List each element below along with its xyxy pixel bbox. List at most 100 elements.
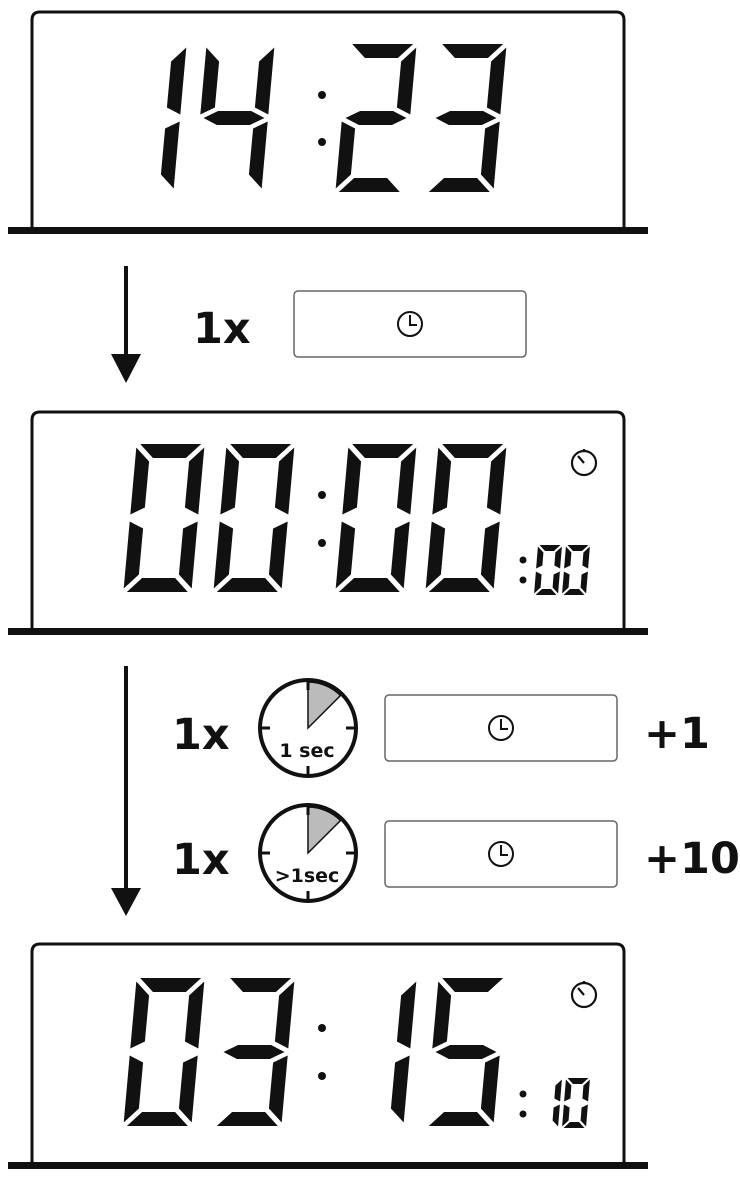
segment-g (345, 111, 407, 125)
segment-a (140, 978, 202, 992)
segment-f (432, 981, 452, 1049)
increment-label: +10 (644, 834, 740, 884)
step-arrow (111, 266, 141, 383)
digit-3 (216, 978, 295, 1126)
digit-1 (390, 981, 417, 1123)
segment-b (486, 47, 507, 115)
long-press-row: 1x >1sec +10 (172, 803, 740, 903)
press-count-label: 1x (172, 710, 230, 760)
segment-e (534, 571, 542, 594)
segment-d (216, 1112, 278, 1126)
segment-b (274, 447, 295, 515)
clock-icon (488, 841, 514, 867)
segment-b (582, 1079, 590, 1102)
segment-b (184, 447, 205, 515)
press-duration-label: 1 sec (279, 740, 334, 762)
small-colon (519, 1090, 527, 1118)
segment-g (223, 1045, 285, 1059)
segment-b (184, 981, 205, 1049)
segment-b (396, 981, 417, 1049)
segment-c (580, 571, 588, 594)
segment-c (580, 1104, 588, 1127)
clock-display-panel (8, 10, 648, 234)
segment-b (274, 981, 295, 1049)
segment-a (567, 545, 589, 551)
digit-4 (200, 47, 275, 189)
segment-d (428, 578, 490, 592)
increment-label: +1 (644, 709, 710, 759)
timer-display-panel (8, 410, 648, 635)
minutes-display (123, 444, 295, 592)
segment-d (428, 178, 490, 192)
segment-e (335, 521, 356, 589)
segment-f (220, 447, 240, 515)
segment-g (203, 111, 265, 125)
segment-b (582, 546, 590, 569)
segment-f (432, 447, 452, 515)
timer-button[interactable] (384, 694, 618, 762)
segment-a (442, 44, 504, 58)
clock-icon (488, 715, 514, 741)
digit-0 (213, 444, 295, 592)
press-count-label: 1x (172, 835, 230, 885)
timer-button[interactable] (384, 820, 618, 888)
segment-g (435, 111, 497, 125)
clock-icon (397, 311, 423, 337)
digit-0 (123, 978, 205, 1126)
segment-e (562, 571, 570, 594)
segment-a (352, 44, 414, 58)
press-duration-timer-icon: 1 sec (258, 678, 358, 778)
minutes-display (335, 44, 507, 192)
digit-0 (335, 444, 417, 592)
tenths-display (552, 1078, 590, 1128)
segment-g (435, 1045, 497, 1059)
segment-a (140, 444, 202, 458)
segment-d (126, 578, 188, 592)
digit-0 (123, 444, 205, 592)
segment-c (480, 521, 500, 589)
segment-c (390, 1055, 410, 1123)
segment-c (480, 121, 500, 189)
seconds-display (335, 444, 507, 592)
segment-b (486, 447, 507, 515)
segment-e (425, 521, 446, 589)
timer-display-panel (8, 942, 648, 1169)
digit-0 (562, 1078, 590, 1128)
press-duration-timer-icon: >1sec (258, 803, 358, 903)
segment-d (563, 589, 585, 595)
segment-f (342, 447, 362, 515)
step-arrow (111, 666, 141, 916)
small-colon (519, 556, 527, 584)
segment-d (216, 578, 278, 592)
segment-d (428, 1112, 490, 1126)
timer-button[interactable] (293, 290, 527, 358)
segment-f (130, 981, 150, 1049)
press-count-label: 1x (193, 304, 251, 354)
segment-c (178, 1055, 198, 1123)
segment-d (338, 178, 400, 192)
segment-c (268, 521, 288, 589)
segment-c (248, 121, 268, 189)
short-press-row: 1x 1 sec +1 (172, 678, 710, 778)
segment-c (160, 121, 180, 189)
colon-separator (318, 91, 326, 146)
segment-a (442, 978, 504, 992)
colon-separator (318, 1024, 326, 1080)
press-duration-label: >1sec (275, 865, 340, 887)
tenths-display (534, 545, 590, 595)
digit-0 (425, 444, 507, 592)
segment-b (554, 546, 562, 569)
segment-c (552, 571, 560, 594)
segment-b (554, 1079, 562, 1102)
segment-d (535, 589, 557, 595)
seconds-display (390, 978, 504, 1126)
segment-c (552, 1104, 560, 1127)
segment-e (335, 121, 356, 189)
digit-5 (428, 978, 504, 1126)
segment-a (567, 1078, 589, 1084)
digit-1 (160, 47, 187, 189)
colon-separator (318, 491, 326, 547)
segment-c (268, 1055, 288, 1123)
stopwatch-icon (570, 981, 598, 1009)
segment-f (564, 546, 572, 569)
